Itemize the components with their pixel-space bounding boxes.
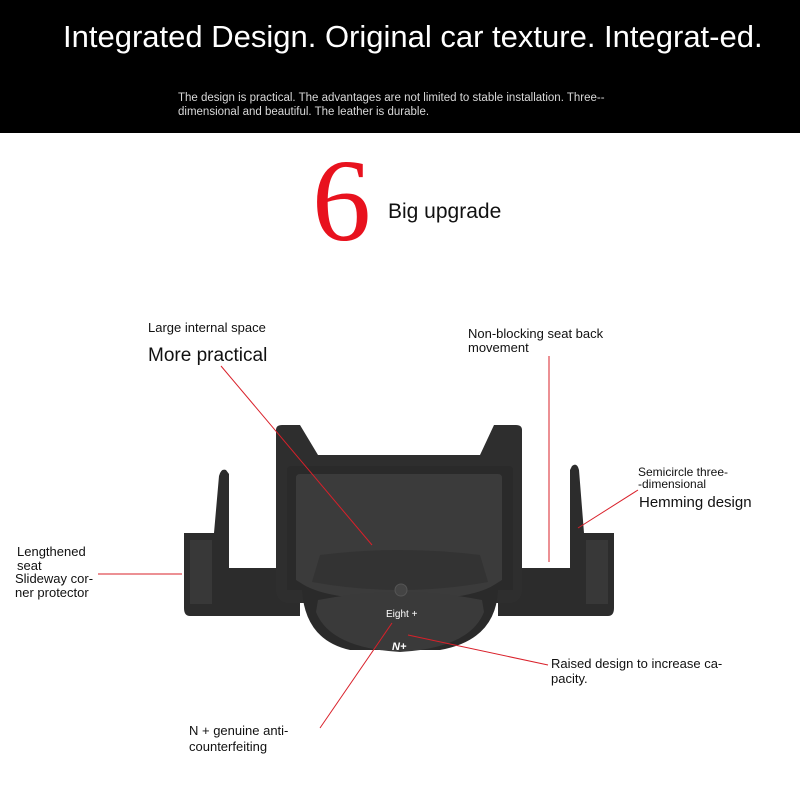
callout-raised-line1: Raised design to increase ca- — [551, 656, 723, 671]
raised-bottom — [316, 592, 484, 652]
right-arm — [498, 464, 614, 616]
callout-genuine-line1: N + genuine anti- — [189, 723, 289, 738]
header-title: Integrated Design. Original car texture.… — [63, 19, 763, 54]
upgrade-label: Big upgrade — [388, 200, 502, 223]
bin-cavity-floor — [312, 550, 488, 590]
callout-semicircle-line1: Semicircle three- — [638, 465, 729, 479]
callout-genuine-line2: counterfeiting — [189, 739, 268, 754]
callout-raised-line2: pacity. — [551, 671, 588, 686]
callout-lengthened-line1: Lengthened — [17, 544, 86, 559]
product-mark-text: Eight + — [386, 609, 418, 620]
callout-semicircle-line2: -dimensional — [638, 477, 707, 491]
callout-internal-space: Large internal space — [148, 320, 266, 335]
product-logo-text: N+ — [392, 641, 407, 653]
left-arm-shade — [190, 540, 212, 604]
callout-more-practical: More practical — [148, 345, 268, 366]
header-subtitle: The design is practical. The advantages … — [178, 92, 605, 118]
upgrade-number: 6 — [312, 135, 371, 266]
header-banner: Integrated Design. Original car texture.… — [0, 0, 800, 133]
callout-lengthened-line2: seat — [17, 558, 42, 573]
callout-non-blocking-line1: Non-blocking seat back — [468, 326, 604, 341]
callout-non-blocking-line2: movement — [468, 340, 529, 355]
right-arm-shade — [586, 540, 608, 604]
callout-hemming-design: Hemming design — [639, 494, 752, 511]
screw-icon — [394, 583, 408, 597]
callout-slideway-line2: ner protector — [15, 585, 89, 600]
left-arm — [184, 469, 300, 616]
callout-slideway-line1: Slideway cor- — [15, 571, 94, 586]
